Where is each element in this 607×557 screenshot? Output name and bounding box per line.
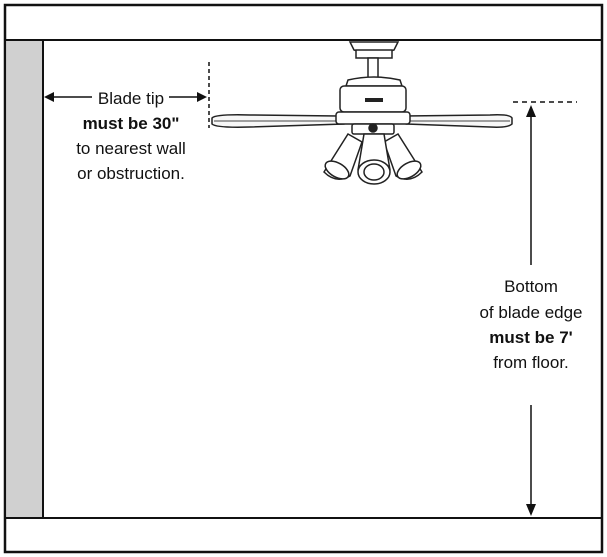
blade-tip-dimension: Blade tip must be 30" to nearest wall or… <box>44 62 210 183</box>
blade-tip-text-line4: or obstruction. <box>77 164 185 183</box>
floor-clearance-dimension: Bottom of blade edge must be 7' from flo… <box>479 101 583 516</box>
ceiling-fan <box>211 41 513 185</box>
fan-canopy-band <box>355 49 393 59</box>
fan-switch-cap <box>368 123 378 133</box>
fan-hub <box>335 111 411 125</box>
blade-tip-label: Blade tip <box>98 89 164 108</box>
light-shade-right <box>383 132 423 180</box>
blade-tip-requirement: must be 30" <box>83 114 180 133</box>
blade-tip-text-line3: to nearest wall <box>76 139 186 158</box>
floor-note-line1: Bottom <box>504 277 558 296</box>
floor-note-line2: of blade edge <box>479 303 582 322</box>
light-shade-left <box>323 132 363 180</box>
floor-requirement: must be 7' <box>489 328 572 347</box>
blade-tip-arrowhead-right <box>197 92 207 102</box>
light-shade-center <box>357 133 391 185</box>
outer-border <box>3 3 604 554</box>
clearance-arrowhead-bottom <box>526 504 536 516</box>
blade-tip-arrowhead-left <box>44 92 54 102</box>
wall <box>7 41 43 517</box>
fan-badge <box>365 98 383 102</box>
clearance-arrowhead-top <box>526 105 536 117</box>
fan-motor-housing <box>344 76 404 87</box>
floor-note-line4: from floor. <box>493 353 569 372</box>
room-frame <box>3 3 604 554</box>
